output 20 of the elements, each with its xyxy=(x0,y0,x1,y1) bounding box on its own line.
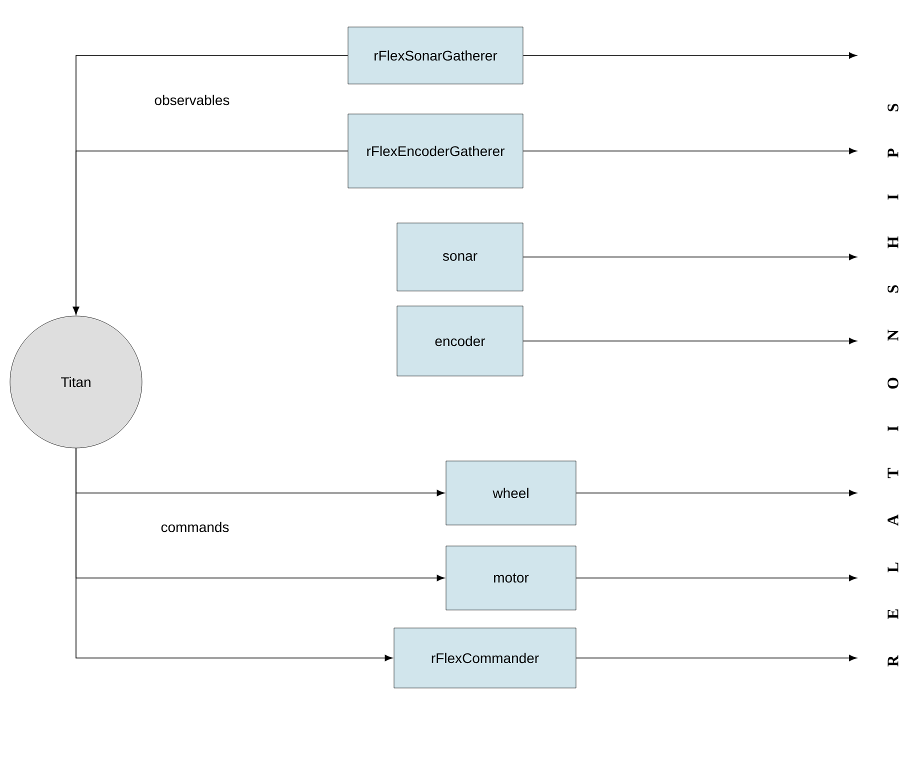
arrow xyxy=(522,254,857,260)
arrow xyxy=(522,52,857,59)
arrow xyxy=(576,574,857,582)
vertical-title: R E L A T I O N S H I P S xyxy=(888,104,898,667)
process-box: encoder xyxy=(396,306,524,376)
arrow xyxy=(72,150,348,315)
process-box: sonar xyxy=(396,222,524,292)
process-box: rFlexEncoderGatherer xyxy=(348,114,524,188)
edge-group-label: observables xyxy=(154,94,230,106)
process-box: rFlexCommander xyxy=(394,628,576,688)
arrow xyxy=(576,490,857,496)
arrow xyxy=(576,654,857,662)
arrow xyxy=(522,148,857,154)
edge-group-label: commands xyxy=(161,522,229,532)
circle-node: Titan xyxy=(10,316,142,448)
arrow xyxy=(76,448,393,662)
process-box: rFlexSonarGatherer xyxy=(348,26,524,84)
arrow xyxy=(522,338,857,344)
process-box: motor xyxy=(446,546,576,610)
process-box: wheel xyxy=(446,460,576,526)
